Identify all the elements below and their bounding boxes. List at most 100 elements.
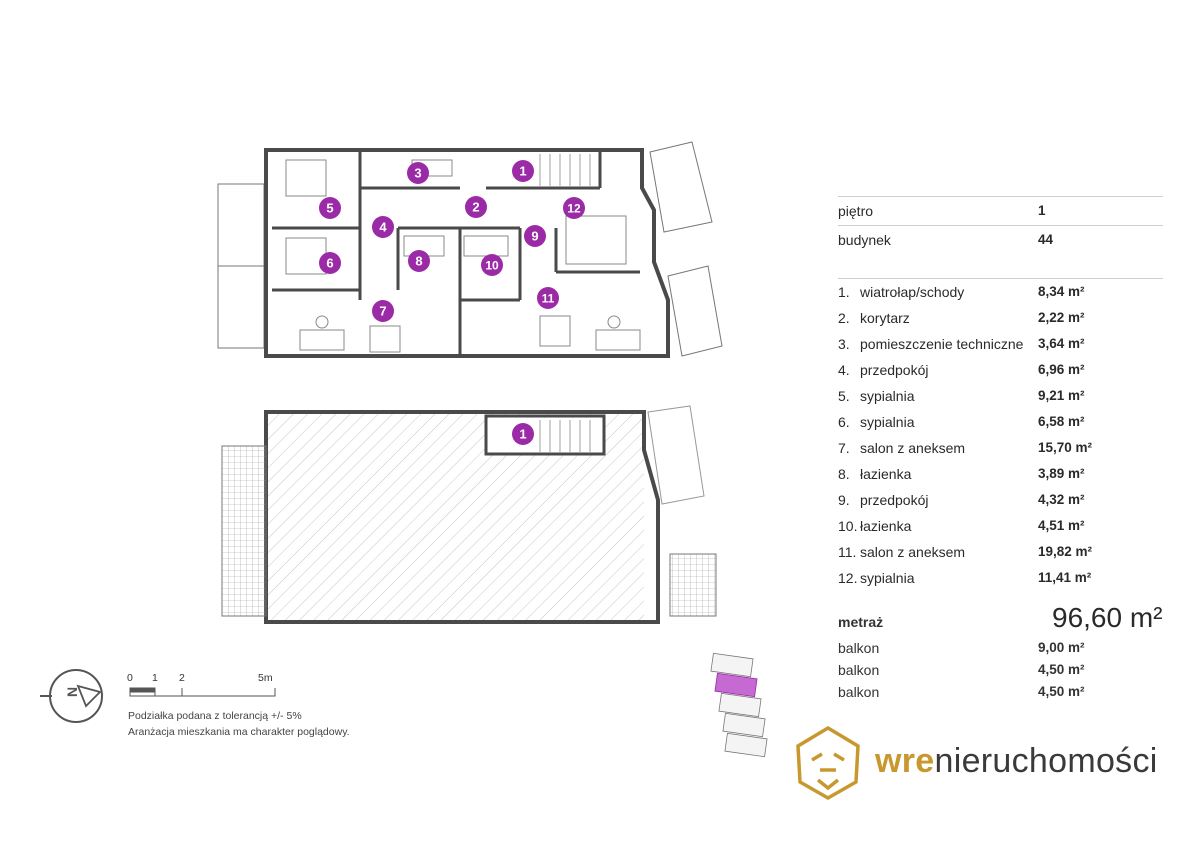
room-marker-11: 11 xyxy=(537,287,559,309)
floor-label: piętro xyxy=(838,203,874,219)
room-row: 2. korytarz 2,22 m² xyxy=(838,305,1163,331)
room-list: 1. wiatrołap/schody 8,34 m² 2. korytarz 2,22 … xyxy=(838,278,1163,591)
info-panel: piętro 1 budynek 44 1. wiatrołap/schody 8,… xyxy=(838,196,1163,591)
terrace-right xyxy=(669,553,717,617)
room-name: salon z aneksem xyxy=(860,544,966,560)
room-marker-8: 8 xyxy=(408,250,430,272)
brand-accent: wre xyxy=(875,742,935,780)
balcony-row: balkon 4,50 m² xyxy=(838,684,1085,700)
room-number: 4. xyxy=(838,362,850,378)
floor-value: 1 xyxy=(1038,203,1046,218)
arrangement-note: Aranżacja mieszkania ma charakter pogląd… xyxy=(128,726,350,738)
balcony-area: 4,50 m² xyxy=(1038,662,1085,677)
lower-floor-plan xyxy=(221,405,717,624)
room-number: 12. xyxy=(838,570,858,586)
room-row: 7. salon z aneksem 15,70 m² xyxy=(838,435,1163,461)
upper-floor-plan xyxy=(217,141,723,358)
room-name: pomieszczenie techniczne xyxy=(860,336,1024,352)
total-label: metraż xyxy=(838,614,884,630)
room-area: 6,96 m² xyxy=(1038,362,1085,377)
room-number: 3. xyxy=(838,336,850,352)
room-area: 4,32 m² xyxy=(1038,492,1085,507)
brand-logo: wrenieruchomości xyxy=(875,742,1158,781)
room-number: 7. xyxy=(838,440,850,456)
svg-text:8: 8 xyxy=(415,254,422,269)
room-name: salon z aneksem xyxy=(860,440,966,456)
room-area: 11,41 m² xyxy=(1038,570,1092,585)
balcony-area: 9,00 m² xyxy=(1038,640,1085,655)
svg-text:4: 4 xyxy=(379,220,387,235)
svg-text:N: N xyxy=(64,687,80,697)
room-markers: 1 2 3 4 5 6 7 8 9 10 11 12 1 xyxy=(319,160,585,445)
building-key-plan xyxy=(710,652,768,758)
room-marker-5: 5 xyxy=(319,197,341,219)
room-marker-6: 6 xyxy=(319,252,341,274)
svg-text:10: 10 xyxy=(485,259,499,273)
room-area: 3,89 m² xyxy=(1038,466,1085,481)
room-number: 1. xyxy=(838,284,850,300)
room-row: 5. sypialnia 9,21 m² xyxy=(838,383,1163,409)
building-value: 44 xyxy=(1038,232,1054,247)
terrace-left xyxy=(221,445,267,617)
room-area: 19,82 m² xyxy=(1038,544,1093,559)
scale-label-2: 2 xyxy=(179,672,185,684)
building-label: budynek xyxy=(838,232,891,248)
room-row: 1. wiatrołap/schody 8,34 m² xyxy=(838,278,1163,305)
room-area: 9,21 m² xyxy=(1038,388,1085,403)
svg-text:1: 1 xyxy=(519,427,526,442)
room-marker-4: 4 xyxy=(372,216,394,238)
room-name: przedpokój xyxy=(860,492,929,508)
total-area: 96,60 m² xyxy=(1052,602,1163,633)
room-area: 8,34 m² xyxy=(1038,284,1085,299)
balcony-row: balkon 4,50 m² xyxy=(838,662,1085,678)
tolerance-note: Podziałka podana z tolerancją +/- 5% xyxy=(128,710,302,722)
room-number: 9. xyxy=(838,492,850,508)
lion-head-icon xyxy=(796,725,860,801)
room-name: sypialnia xyxy=(860,388,915,404)
building-row: budynek 44 xyxy=(838,225,1163,254)
room-row: 8. łazienka 3,89 m² xyxy=(838,461,1163,487)
balcony-label: balkon xyxy=(838,662,880,678)
room-area: 2,22 m² xyxy=(1038,310,1085,325)
svg-text:12: 12 xyxy=(567,202,581,216)
scale-bar xyxy=(129,687,276,697)
room-number: 5. xyxy=(838,388,850,404)
room-name: łazienka xyxy=(860,518,912,534)
room-row: 10.łazienka 4,51 m² xyxy=(838,513,1163,539)
room-name: przedpokój xyxy=(860,362,929,378)
room-area: 6,58 m² xyxy=(1038,414,1085,429)
room-name: korytarz xyxy=(860,310,910,326)
room-area: 4,51 m² xyxy=(1038,518,1085,533)
room-marker-3: 3 xyxy=(407,162,429,184)
scale-label-5m: 5m xyxy=(258,672,273,684)
svg-text:3: 3 xyxy=(414,166,421,181)
room-number: 6. xyxy=(838,414,850,430)
balcony-right-bottom xyxy=(667,265,723,357)
scale-label-1: 1 xyxy=(152,672,158,684)
balcony-label: balkon xyxy=(838,684,880,700)
room-marker-9: 9 xyxy=(524,225,546,247)
room-name: łazienka xyxy=(860,466,912,482)
compass-north-icon: N xyxy=(40,669,103,723)
room-number: 8. xyxy=(838,466,850,482)
brand-name: nieruchomości xyxy=(934,742,1158,780)
svg-text:6: 6 xyxy=(326,256,333,271)
svg-text:1: 1 xyxy=(519,164,526,179)
svg-text:7: 7 xyxy=(379,304,386,319)
room-marker-12: 12 xyxy=(563,197,585,219)
room-area: 15,70 m² xyxy=(1038,440,1093,455)
room-row: 9. przedpokój 4,32 m² xyxy=(838,487,1163,513)
scale-label-0: 0 xyxy=(127,672,133,684)
room-name: wiatrołap/schody xyxy=(860,284,965,300)
outer-wall xyxy=(264,148,670,358)
balcony-row: balkon 9,00 m² xyxy=(838,640,1085,656)
room-number: 10. xyxy=(838,518,858,534)
balcony-area: 4,50 m² xyxy=(1038,684,1085,699)
balcony-right-top xyxy=(649,141,713,233)
room-number: 2. xyxy=(838,310,850,326)
